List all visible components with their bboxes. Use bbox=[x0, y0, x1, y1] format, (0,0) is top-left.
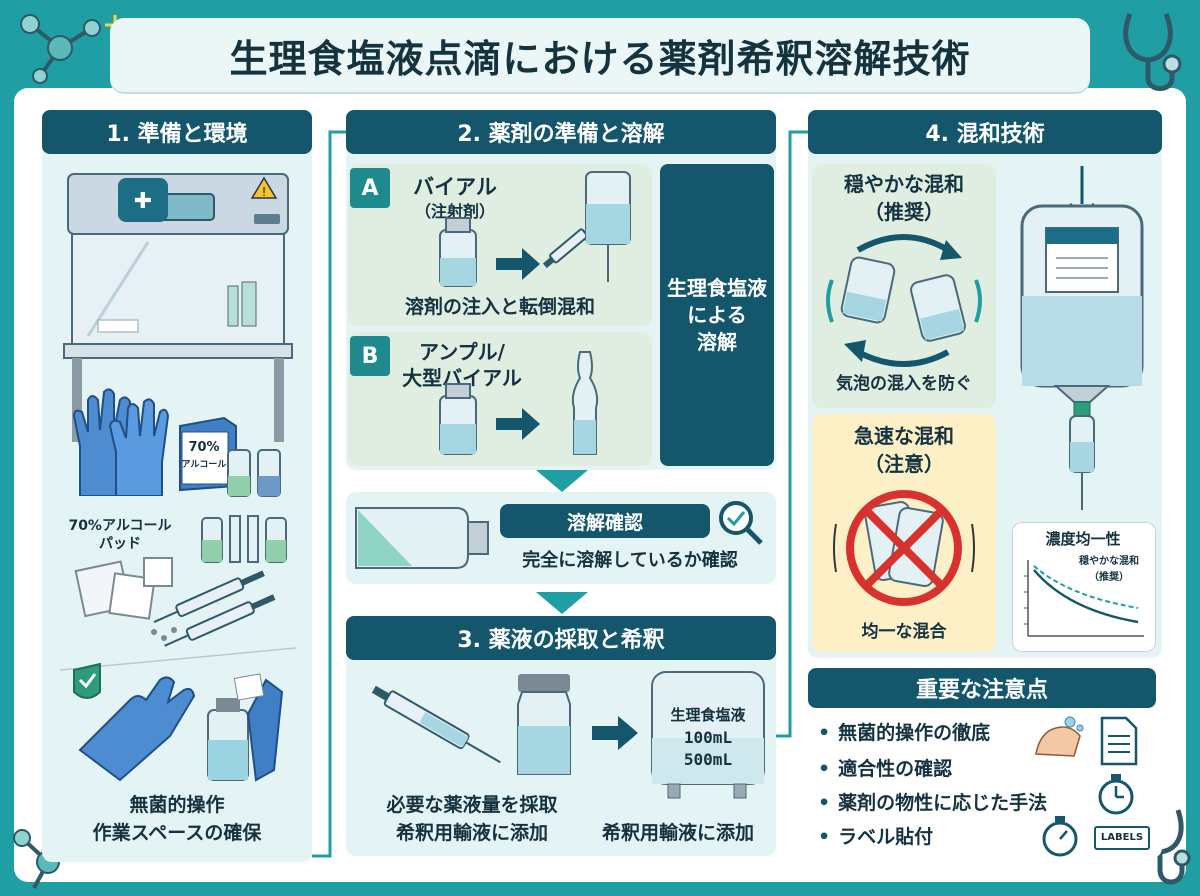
dissolve-check-caption: 完全に溶解しているか確認 bbox=[522, 550, 738, 571]
magnifier-check-icon bbox=[719, 501, 763, 545]
dilute-caption-right: 希釈用輸液に添加 bbox=[601, 822, 754, 844]
saline-dissolution-line-1: 生理食塩液 bbox=[667, 275, 767, 300]
note-item: ラベル貼付 bbox=[818, 822, 933, 849]
dilute-caption-left-1: 必要な薬液量を採取 bbox=[386, 794, 558, 816]
method-a-title: バイアル bbox=[413, 175, 497, 199]
notes-header: 重要な注意点 bbox=[808, 668, 1156, 708]
uniformity-graph bbox=[1024, 560, 1144, 637]
prep-caption-2: 作業スペースの確保 bbox=[92, 822, 262, 844]
method-a-badge: A bbox=[350, 168, 390, 208]
labels-tag: LABELS bbox=[1094, 826, 1150, 850]
dilute-caption-left-2: 希釈用輸液に添加 bbox=[395, 822, 548, 844]
page-title: 生理食塩液点滴における薬剤希釈溶解技術 bbox=[229, 36, 971, 81]
prep-header: 1. 準備と環境 bbox=[42, 110, 312, 154]
saline-bag-label-2: 100mL bbox=[683, 728, 733, 747]
svg-text:!: ! bbox=[262, 185, 267, 199]
method-a-subtitle: （注射剤） bbox=[414, 202, 495, 221]
mixing-header: 4. 混和技術 bbox=[808, 110, 1162, 154]
uniformity-graph-legend-2: （推奨） bbox=[1089, 572, 1129, 583]
document-icon bbox=[1100, 716, 1138, 766]
molecule-icon bbox=[20, 14, 101, 84]
tilted-vial-icon bbox=[355, 507, 489, 569]
saline-dissolution-box: 生理食塩液 による 溶解 bbox=[660, 164, 774, 466]
note-item: 薬剤の物性に応じた手法 bbox=[818, 788, 1047, 815]
safety-cabinet-icon: ✚ ! bbox=[63, 173, 293, 442]
gloves-icon bbox=[72, 388, 170, 496]
right-arrow-icon bbox=[592, 716, 638, 750]
rapid-mixing-title-2: （注意） bbox=[864, 452, 944, 476]
dissolve-header: 2. 薬剤の準備と溶解 bbox=[346, 110, 776, 154]
dilute-header: 3. 薬液の採取と希釈 bbox=[346, 616, 776, 660]
prep-caption-1: 無菌的操作 bbox=[129, 794, 225, 816]
prohibited-shaking-icon bbox=[833, 490, 975, 606]
ampoule-method-box bbox=[348, 332, 652, 466]
uniformity-graph-box bbox=[1012, 522, 1156, 652]
connector-line bbox=[776, 130, 810, 738]
svg-text:✚: ✚ bbox=[134, 189, 152, 214]
uniformity-graph-legend-1: 穏やかな混和 bbox=[1079, 556, 1139, 567]
connector-line bbox=[312, 130, 350, 858]
gentle-mixing-box bbox=[812, 164, 996, 408]
rapid-mixing-title-1: 急速な混和 bbox=[854, 424, 954, 448]
syringes-icon bbox=[151, 570, 276, 647]
dissolve-check-header: 溶解確認 bbox=[500, 504, 710, 538]
vial-injection-icon bbox=[439, 171, 631, 287]
saline-dissolution-line-2: による bbox=[687, 302, 747, 327]
gentle-mixing-title-1: 穏やかな混和 bbox=[844, 172, 964, 196]
stethoscope-icon bbox=[1123, 13, 1182, 91]
method-b-title: アンプル/ bbox=[419, 340, 505, 364]
hand-washing-icon bbox=[1035, 716, 1084, 757]
note-item: 無菌的操作の徹底 bbox=[818, 718, 990, 745]
stopwatch-icon bbox=[1098, 774, 1134, 815]
title-banner: 生理食塩液点滴における薬剤希釈溶解技術 bbox=[110, 18, 1090, 92]
saline-bag-icon bbox=[651, 671, 765, 799]
ampoule-icon bbox=[439, 351, 599, 455]
saline-bag-label-1: 生理食塩液 bbox=[670, 706, 746, 724]
alcohol-box-label: 70% bbox=[188, 440, 220, 455]
down-arrow-icon bbox=[536, 592, 588, 614]
alcohol-pads-icon bbox=[74, 557, 173, 620]
uniformity-graph-title: 濃度均一性 bbox=[1045, 530, 1121, 548]
saline-dissolution-line-3: 溶解 bbox=[697, 329, 737, 354]
iv-bag-icon bbox=[1020, 166, 1144, 510]
vials-icon bbox=[201, 449, 287, 563]
gloved-hands-icon bbox=[60, 647, 296, 782]
method-b-badge: B bbox=[350, 336, 390, 376]
syringe-vial-icon bbox=[371, 674, 571, 775]
alcohol-pad-label: 70%アルコール パッド bbox=[68, 518, 172, 552]
note-item: 適合性の確認 bbox=[818, 754, 952, 781]
gentle-mixing-title-2: （推奨） bbox=[864, 200, 944, 224]
saline-bag-label-3: 500mL bbox=[683, 750, 733, 769]
rapid-mixing-caption: 均一な混合 bbox=[861, 622, 947, 642]
rotating-bags-icon bbox=[826, 234, 982, 367]
timer-icon bbox=[1042, 816, 1078, 857]
method-a-caption: 溶剤の注入と転倒混和 bbox=[404, 296, 595, 318]
down-arrow-icon bbox=[536, 470, 588, 492]
gentle-mixing-caption: 気泡の混入を防ぐ bbox=[836, 374, 972, 394]
alcohol-box-sublabel: アルコール bbox=[181, 460, 227, 470]
